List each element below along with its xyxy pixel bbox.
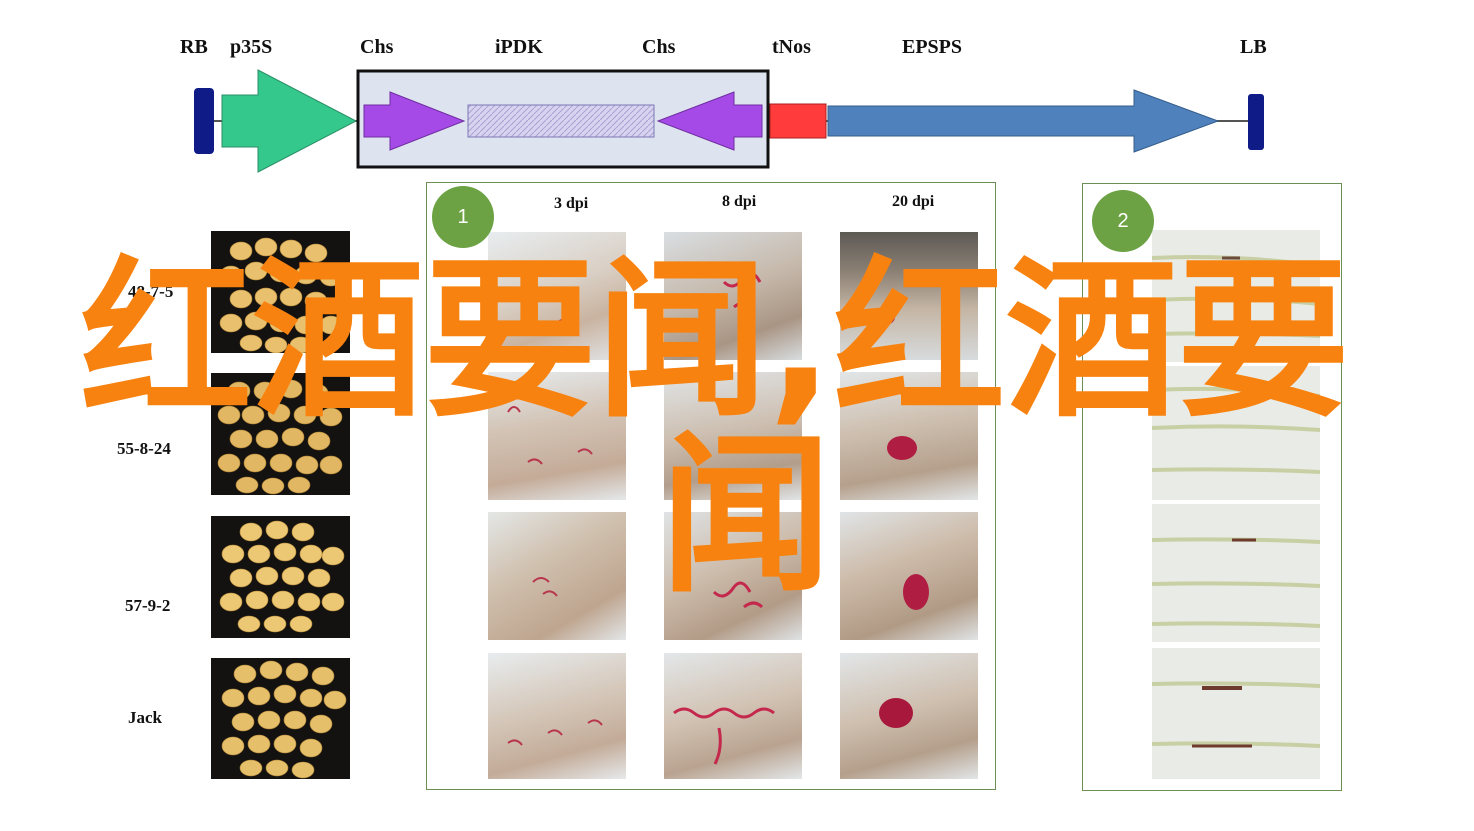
p35s-arrow	[221, 69, 358, 173]
rb-border-block	[194, 88, 214, 154]
micrograph-8dpi-row2	[664, 372, 802, 500]
root-image-4	[1152, 648, 1320, 779]
micrograph-3dpi-row1	[488, 232, 626, 360]
micrograph-20dpi-row3	[840, 512, 978, 640]
construct-diagram	[194, 69, 1264, 173]
micrograph-20dpi-row2	[840, 372, 978, 500]
lb-border-block	[1248, 94, 1264, 150]
panel-1-badge: 1	[432, 186, 494, 248]
tnos-label: tNos	[772, 36, 811, 58]
chs-forward-arrow	[363, 91, 466, 151]
line-label-jack: Jack	[128, 708, 162, 727]
seed-cluster-1	[219, 237, 343, 353]
root-image-2	[1152, 366, 1320, 500]
dpi-label-8: 8 dpi	[722, 193, 757, 210]
root-image-3	[1152, 504, 1320, 642]
seed-cluster-3	[219, 520, 345, 633]
lb-label: LB	[1240, 36, 1267, 58]
chs-label-left: Chs	[360, 36, 394, 58]
seed-cluster-2	[217, 379, 343, 495]
micrograph-20dpi-row1	[840, 232, 978, 360]
epsps-label: EPSPS	[902, 36, 963, 58]
micrograph-3dpi-row3	[488, 512, 626, 640]
micrograph-3dpi-row4	[488, 653, 626, 779]
p35s-label: p35S	[230, 36, 273, 58]
seed-image-jack	[211, 658, 350, 779]
micrograph-8dpi-row4	[664, 653, 802, 779]
micrograph-8dpi-row3	[664, 512, 802, 640]
rb-label: RB	[180, 36, 208, 58]
dpi-label-3: 3 dpi	[554, 195, 589, 212]
micrograph-8dpi-row1	[664, 232, 802, 360]
line-label-48-7-5: 48-7-5	[128, 282, 174, 301]
chs-label-right: Chs	[642, 36, 676, 58]
seed-cluster-4	[221, 660, 347, 779]
panel-2-badge: 2	[1092, 190, 1154, 252]
micrograph-20dpi-row4	[840, 653, 978, 779]
line-label-55-8-24: 55-8-24	[117, 439, 171, 458]
ipdk-block	[467, 104, 655, 138]
seed-image-55-8-24	[211, 373, 350, 495]
root-image-1	[1152, 230, 1320, 362]
seed-image-48-7-5	[211, 231, 350, 353]
ipdk-label: iPDK	[495, 36, 543, 58]
dpi-label-20: 20 dpi	[892, 193, 935, 210]
tnos-block	[769, 103, 827, 139]
epsps-arrow	[827, 89, 1220, 153]
chs-reverse-arrow	[656, 91, 763, 151]
line-label-57-9-2: 57-9-2	[125, 596, 171, 615]
micrograph-3dpi-row2	[488, 372, 626, 500]
seed-image-57-9-2	[211, 516, 350, 638]
